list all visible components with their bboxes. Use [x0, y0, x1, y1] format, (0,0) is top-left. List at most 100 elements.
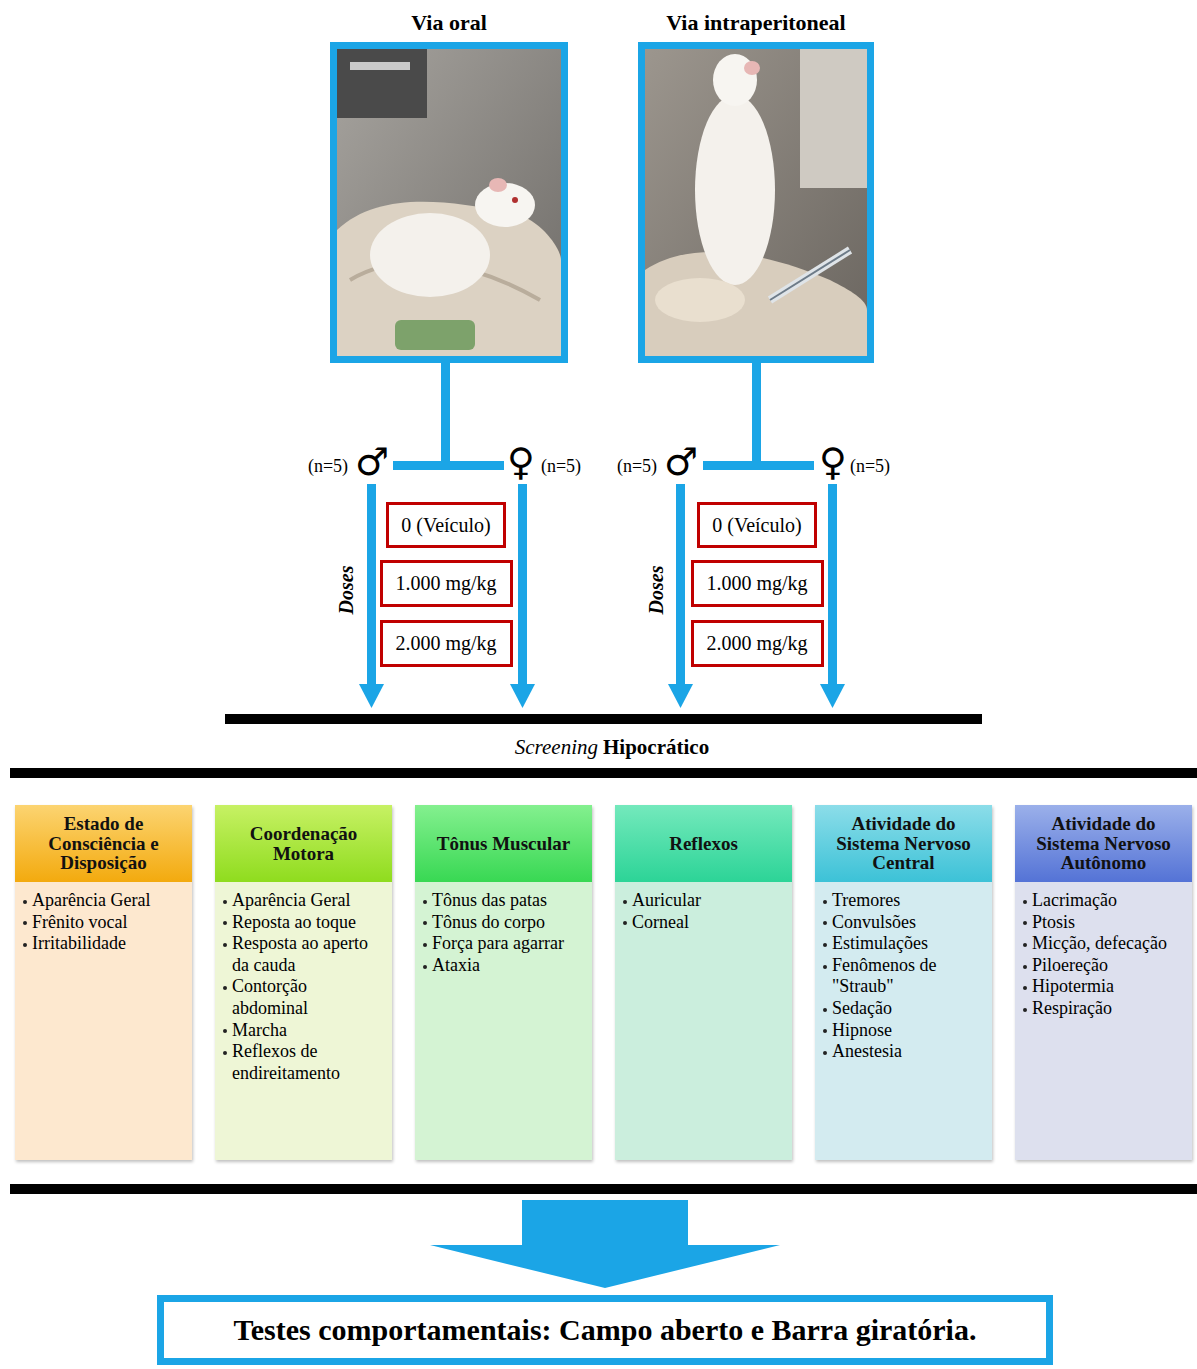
photo-equipment: [337, 48, 427, 118]
list-text: Aparência Geral: [32, 890, 186, 912]
dose-arrow-head: [359, 684, 384, 708]
list-item: Piloereção: [1021, 955, 1186, 977]
photo-syringe: [770, 250, 850, 300]
category-panel: Estado de Consciência e DisposiçãoAparên…: [15, 805, 192, 1160]
panel-body: LacrimaçãoPtosisMicção, defecaçãoPiloere…: [1015, 882, 1192, 1160]
big-arrow-head: [430, 1245, 780, 1288]
category-panel: ReflexosAuricularCorneal: [615, 805, 792, 1160]
screening-label: Hipocrático: [603, 737, 709, 758]
list-text: Tremores: [832, 890, 986, 912]
dose-arrow: [518, 484, 527, 686]
bullet-dot: [823, 943, 827, 947]
male-symbol: ♂: [664, 443, 698, 481]
list-text: Micção, defecação: [1032, 933, 1186, 955]
list-item: Força para agarrar: [421, 933, 586, 955]
list-text: Lacrimação: [1032, 890, 1186, 912]
bullet-dot: [823, 921, 827, 925]
divider-bar: [10, 1184, 1197, 1194]
bullet-dot: [223, 986, 227, 990]
list-text: Frênito vocal: [32, 912, 186, 934]
dose-label: 2.000 mg/kg: [706, 632, 807, 655]
panel-title: Tônus Muscular: [437, 834, 571, 854]
list-text: Irritabilidade: [32, 933, 186, 955]
panel-header: Reflexos: [615, 805, 792, 882]
panel-header: Atividade do Sistema Nervoso Autônomo: [1015, 805, 1192, 882]
dose-arrow-head: [668, 684, 693, 708]
photo-background: [645, 48, 867, 356]
branch-line: [441, 362, 450, 466]
bullet-dot: [423, 965, 427, 969]
bullet-dot: [423, 900, 427, 904]
bullet-dot: [223, 943, 227, 947]
bullet-dot: [623, 900, 627, 904]
photo-syringe: [770, 250, 850, 300]
photo-wall: [800, 48, 867, 188]
branch-bar: [393, 461, 504, 470]
list-text: Convulsões: [832, 912, 986, 934]
list-text: Marcha: [232, 1020, 386, 1042]
route-photo-box: Via oral: [330, 6, 568, 363]
list-item: Reposta ao toque: [221, 912, 386, 934]
panel-title: Reflexos: [669, 834, 738, 854]
dose-arrow: [676, 484, 685, 686]
branch-bar: [703, 461, 814, 470]
bullet-dot: [823, 900, 827, 904]
list-item: Tônus do corpo: [421, 912, 586, 934]
list-item: Fenômenos de "Straub": [821, 955, 986, 998]
sample-size: (n=5): [617, 457, 657, 475]
bullet-dot: [623, 921, 627, 925]
bullet-dot: [1023, 943, 1027, 947]
bullet-dot: [23, 921, 27, 925]
panel-title: Coordenação Motora: [221, 824, 386, 864]
list-item: Estimulações: [821, 933, 986, 955]
photo-frame: [638, 42, 874, 363]
list-text: Tônus das patas: [432, 890, 586, 912]
result-label: Testes comportamentais: Campo aberto e B…: [234, 1313, 977, 1347]
list-item: Resposta ao aperto da cauda: [221, 933, 386, 976]
list-item: Aparência Geral: [21, 890, 186, 912]
list-text: Fenômenos de "Straub": [832, 955, 986, 998]
list-item: Marcha: [221, 1020, 386, 1042]
doses-label: Doses: [336, 566, 356, 615]
bullet-dot: [1023, 921, 1027, 925]
list-item: Contorção abdominal: [221, 976, 386, 1019]
list-text: Reposta ao toque: [232, 912, 386, 934]
list-text: Tônus do corpo: [432, 912, 586, 934]
list-item: Lacrimação: [1021, 890, 1186, 912]
category-panel: Atividade do Sistema Nervoso AutônomoLac…: [1015, 805, 1192, 1160]
bullet-dot: [223, 921, 227, 925]
category-panel: Tônus MuscularTônus das patasTônus do co…: [415, 805, 592, 1160]
dose-label: 0 (Veículo): [712, 514, 801, 537]
sample-size: (n=5): [850, 457, 890, 475]
bullet-dot: [823, 1008, 827, 1012]
photo-tube: [395, 320, 475, 350]
bullet-dot: [1023, 965, 1027, 969]
list-item: Ptosis: [1021, 912, 1186, 934]
list-text: Auricular: [632, 890, 786, 912]
list-item: Aparência Geral: [221, 890, 386, 912]
bullet-dot: [23, 943, 27, 947]
list-item: Reflexos de endireitamento: [221, 1041, 386, 1084]
big-arrow: [522, 1200, 688, 1246]
dose-arrow: [828, 484, 837, 686]
panel-header: Coordenação Motora: [215, 805, 392, 882]
list-text: Contorção abdominal: [232, 976, 386, 1019]
sample-size: (n=5): [541, 457, 581, 475]
route-photo-box: Via intraperitoneal: [638, 6, 874, 363]
divider-bar: [10, 768, 1197, 778]
list-text: Sedação: [832, 998, 986, 1020]
category-panel: Atividade do Sistema Nervoso CentralTrem…: [815, 805, 992, 1160]
photo-frame: [330, 42, 568, 363]
list-text: Força para agarrar: [432, 933, 586, 955]
dose-arrow-head: [510, 684, 535, 708]
panel-body: Tônus das patasTônus do corpoForça para …: [415, 882, 592, 1160]
panel-title: Estado de Consciência e Disposição: [21, 814, 186, 874]
photo-equipment: [350, 62, 410, 70]
female-symbol: ♀: [507, 443, 535, 481]
result-box: Testes comportamentais: Campo aberto e B…: [157, 1295, 1053, 1365]
list-item: Corneal: [621, 912, 786, 934]
screening-label: Screening: [515, 737, 598, 758]
list-text: Hipnose: [832, 1020, 986, 1042]
list-item: Tônus das patas: [421, 890, 586, 912]
